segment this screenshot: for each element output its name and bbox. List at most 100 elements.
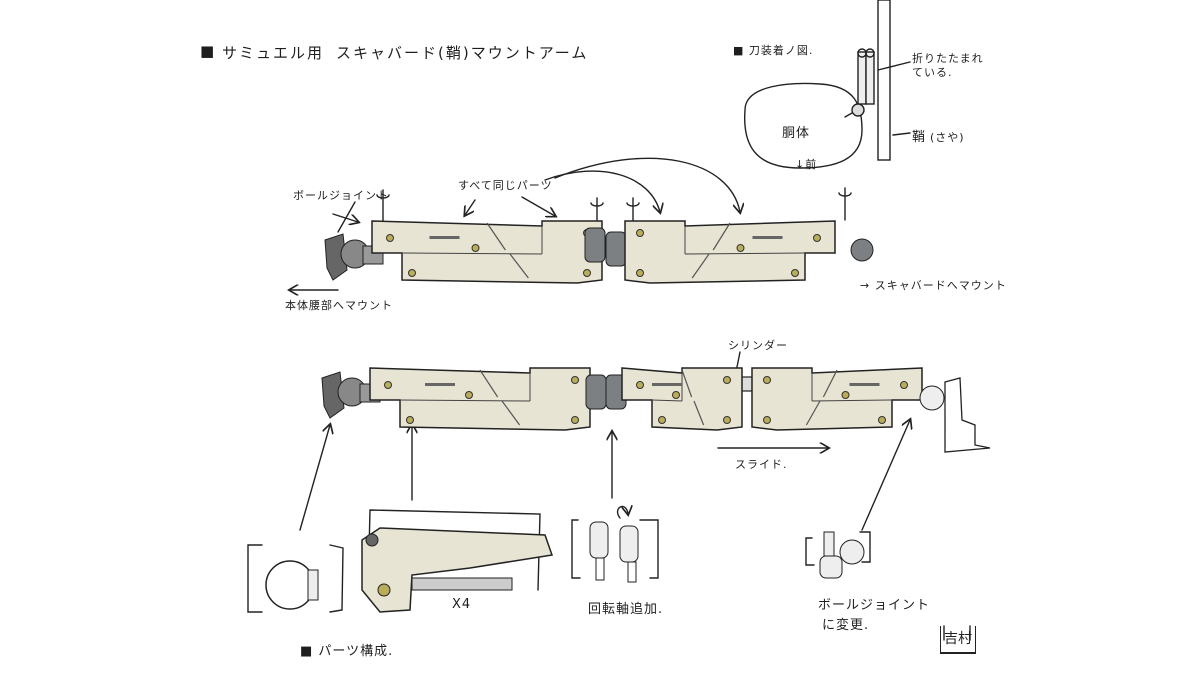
arm-segment <box>371 220 603 284</box>
ball-joint-change-1: ボールジョイント <box>818 598 931 613</box>
bolt <box>471 244 480 252</box>
folded-note-2: ている. <box>912 66 953 79</box>
logo-mark <box>425 383 455 386</box>
arm-seam <box>651 373 683 402</box>
rotation-axis-post <box>595 557 605 581</box>
bolt <box>878 416 886 424</box>
arm-segment <box>751 367 923 431</box>
ball-joint-part <box>839 539 865 565</box>
sheath-bar <box>877 0 891 161</box>
arm-segment <box>369 367 591 431</box>
rotation-joint-part <box>619 525 639 563</box>
title-name: スキャバード(鞘)マウントアーム <box>336 44 589 62</box>
rotation-axis-post <box>627 561 637 583</box>
signature-stamp: 吉村 <box>940 626 976 654</box>
bolt <box>636 381 644 389</box>
bolt <box>841 391 850 399</box>
bolt <box>636 229 644 237</box>
brace-line <box>691 222 731 279</box>
arm-seam <box>811 373 893 402</box>
bolt <box>571 416 579 424</box>
torso-label: 胴体 <box>782 126 811 141</box>
bolt <box>723 416 731 424</box>
brace-line <box>486 222 529 279</box>
logo-mark <box>752 236 783 239</box>
parts-heading: ■ パーツ構成. <box>300 644 394 659</box>
mount-part <box>265 560 315 610</box>
arm-segment <box>624 220 836 284</box>
sheath-label: 鞘 <box>912 130 927 145</box>
brace-line <box>681 369 705 426</box>
ball-joint-post <box>823 531 835 557</box>
arm-part-pivot <box>365 533 379 547</box>
rotation-axis-label: 回転軸追加. <box>588 602 664 617</box>
ball-joint-label: ボールジョイント <box>293 189 389 202</box>
bolt <box>636 269 644 277</box>
ball-joint-mount <box>321 371 381 419</box>
bolt <box>384 381 392 389</box>
arm-plate <box>751 367 923 431</box>
same-parts-label: すべて同じパーツ <box>458 179 553 192</box>
bolt <box>583 269 591 277</box>
mount-scabbard-label: → スキャバードへマウント <box>860 279 1007 292</box>
arm-seam <box>684 226 806 255</box>
bolt <box>736 244 745 252</box>
arm-plate <box>369 367 591 431</box>
sheath-leader <box>892 132 911 136</box>
bolt <box>791 269 799 277</box>
mount-part-post <box>307 569 319 601</box>
bolt <box>672 391 680 399</box>
arm-part <box>361 527 554 613</box>
sheath-reading: (さや) <box>930 131 965 144</box>
rotation-joint <box>585 374 607 410</box>
ball-joint-arrows <box>332 201 358 233</box>
bolt <box>723 376 731 384</box>
arm-seam <box>399 373 531 402</box>
title-owner: サミュエル用 <box>222 44 325 62</box>
title-bullet: ■ <box>200 42 217 60</box>
logo-mark <box>429 236 460 239</box>
brace-line <box>805 369 838 426</box>
slide-label: スライド. <box>735 458 788 471</box>
arm-part-bolt <box>377 583 391 597</box>
rotation-joint <box>605 231 627 267</box>
torso-outline <box>744 82 863 169</box>
end-ball-joint <box>919 385 945 411</box>
bolt <box>813 234 821 242</box>
bolt <box>408 269 416 277</box>
scabbard-bracket <box>944 377 991 453</box>
logo-mark <box>652 383 682 386</box>
mount-body-label: 本体腰部へマウント <box>285 299 393 312</box>
rotation-joint-part <box>589 521 609 559</box>
bolt <box>571 376 579 384</box>
bolt <box>763 416 771 424</box>
front-label: ↓前 <box>795 158 818 171</box>
bolt <box>465 391 473 399</box>
mount-bracket <box>321 371 345 419</box>
ball-joint-change-2: に変更. <box>822 618 870 633</box>
bolt <box>763 376 771 384</box>
bolt <box>900 381 908 389</box>
mount-bracket <box>324 233 348 281</box>
attach-heading: ■ 刀装着ノ図. <box>733 44 814 57</box>
logo-mark <box>849 383 880 386</box>
arm-part-cylinder <box>411 577 513 591</box>
end-ball-joint <box>850 238 874 262</box>
cylinder-label: シリンダー <box>728 339 788 352</box>
rotation-markers <box>376 187 852 231</box>
folded-leader <box>877 61 911 71</box>
arm-plate <box>371 220 603 284</box>
bolt <box>386 234 394 242</box>
brace-line <box>479 369 521 426</box>
folded-note-1: 折りたたまれ <box>912 52 984 65</box>
ball-joint-base <box>819 555 843 579</box>
ball-joint-mount <box>324 233 384 281</box>
bolt <box>406 416 414 424</box>
arm-count-label: X4 <box>452 597 472 612</box>
folded-arm <box>844 48 875 118</box>
rotation-joint <box>584 227 606 263</box>
arm-plate <box>624 220 836 284</box>
bolt <box>658 416 666 424</box>
